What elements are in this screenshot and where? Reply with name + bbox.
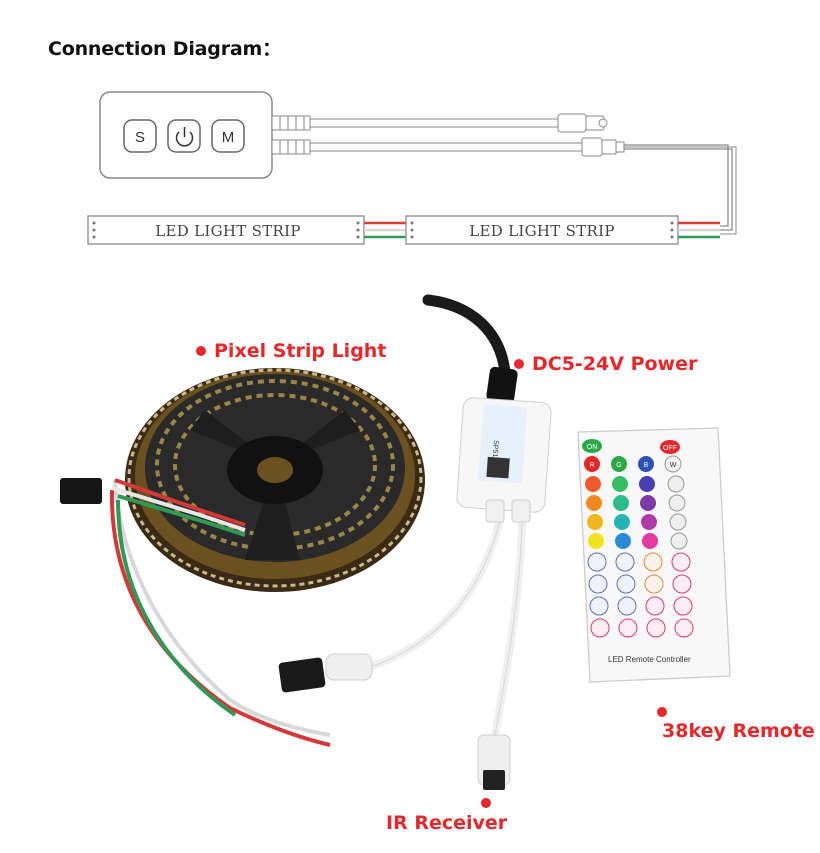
sp511e-controller: SP511E: [456, 397, 552, 523]
remote-on-label: ON: [587, 444, 598, 451]
remote-r-label: R: [589, 462, 594, 469]
remote-title: LED Remote Controller: [608, 655, 691, 664]
ir-callout-dot: [481, 798, 491, 808]
pixel-strip-reel: [125, 368, 425, 592]
callout-dot: [514, 359, 524, 369]
ir-callout: IR Receiver: [386, 812, 507, 834]
remote-g-label: G: [616, 462, 621, 469]
pixel-strip-label: Pixel Strip Light: [214, 340, 387, 362]
controller-connector-black: [278, 657, 326, 693]
ir-label: IR Receiver: [386, 812, 508, 834]
m-button-label: M: [222, 129, 235, 146]
callout-dot: [196, 346, 206, 356]
power-icon: [175, 127, 194, 147]
power-cable: [422, 294, 511, 378]
led-strip-2: [405, 215, 679, 245]
led-strip-1-label: LED LIGHT STRIP: [155, 222, 301, 240]
power-label: DC5-24V Power: [532, 353, 698, 375]
remote-control: ON OFF R G B W LED Remote Controller: [577, 427, 731, 683]
remote-callout: 38key Remote: [662, 720, 815, 742]
power-jack: [486, 366, 518, 404]
remote-w-label: W: [670, 462, 677, 469]
strip-connector: [581, 137, 625, 157]
upper-cable-relief: [271, 115, 311, 131]
pixel-strip-callout: Pixel Strip Light: [196, 340, 386, 362]
remote-label: 38key Remote: [662, 720, 815, 742]
remote-b-label: B: [644, 462, 649, 469]
s-button-label: S: [135, 129, 145, 146]
s-button: [123, 119, 157, 153]
led-strip-2-label: LED LIGHT STRIP: [469, 222, 615, 240]
strip-connector-black: [60, 478, 102, 504]
controller-plug-white: [325, 653, 373, 681]
power-callout: DC5-24V Power: [514, 353, 697, 375]
connection-diagram-heading: Connection Diagram：: [48, 38, 281, 60]
remote-off-label: OFF: [663, 445, 677, 452]
connection-diagram: S M: [87, 91, 737, 245]
remote-callout-dot: [657, 707, 667, 717]
power-plug: [557, 113, 608, 133]
lower-cable-relief: [271, 139, 311, 155]
m-button: [211, 119, 245, 153]
controller-brand: SP511E: [490, 440, 499, 466]
